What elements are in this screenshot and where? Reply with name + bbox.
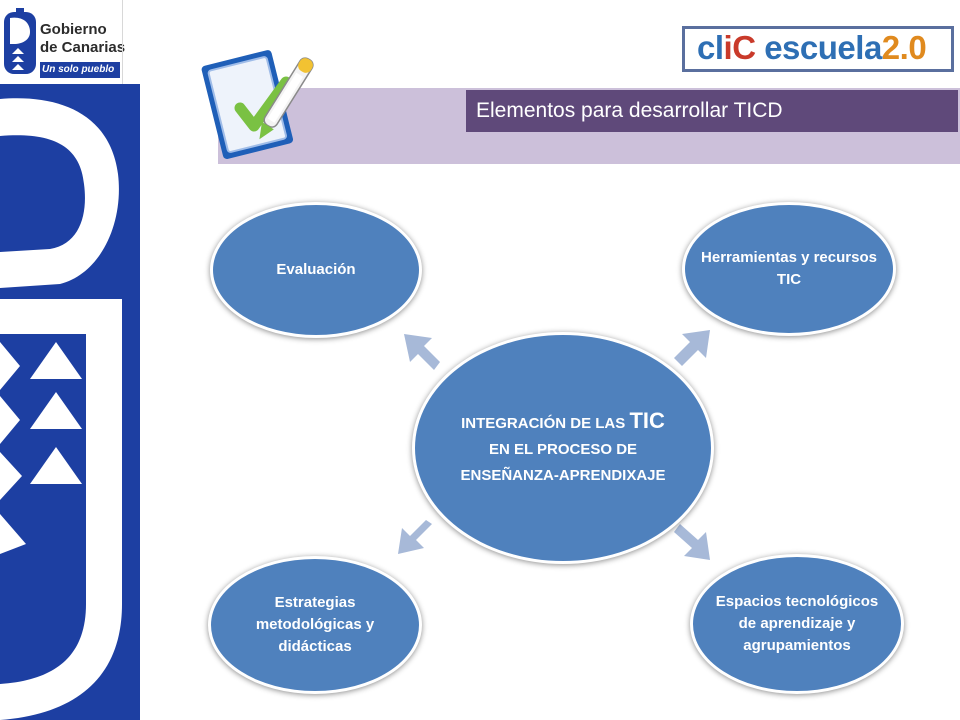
arrow-to-evaluacion [404,334,440,370]
brand-part-2: iC [723,29,757,66]
divider [122,0,123,84]
emblem-band [0,84,140,720]
arrow-to-estrategias [398,520,432,554]
node-label: Estrategias metodológicas y didácticas [255,594,375,655]
center-node-text-2: EN EL PROCESO DE ENSEÑANZA-APRENDIXAJE [460,440,666,484]
node-label: Evaluación [276,261,356,278]
node-label: Espacios tecnológicos de aprendizaje y a… [715,593,879,654]
center-node-text-tic: TIC [629,407,665,433]
center-node-text-1: INTEGRACIÓN DE LAS [461,414,626,432]
brand-part-1: cl [697,29,724,66]
gobierno-canarias-logo: Gobierno de Canarias Un solo pueblo [0,0,140,84]
logo-line-canarias: de Canarias [40,39,126,56]
node-herramientas: Herramientas y recursos TIC [682,202,896,336]
page-title: Elementos para desarrollar TICD [466,90,958,132]
node-evaluacion: Evaluación [210,202,422,338]
canarias-shield-icon [4,8,36,74]
logo-line-gobierno: Gobierno [40,21,107,38]
checklist-icon [201,50,314,159]
brand-part-4: 2.0 [881,29,927,66]
arrow-to-herramientas [674,330,710,366]
arrow-to-espacios [674,524,710,560]
logo-motto: Un solo pueblo [40,62,120,78]
node-espacios: Espacios tecnológicos de aprendizaje y a… [690,554,904,694]
clic-escuela-logo: cliC escuela2.0 [682,26,954,72]
brand-part-3: escuela [755,29,882,66]
node-estrategias: Estrategias metodológicas y didácticas [208,556,422,694]
node-label: Herramientas y recursos TIC [701,249,877,288]
canarias-emblem-icon [0,98,122,720]
center-node: INTEGRACIÓN DE LAS TIC EN EL PROCESO DE … [412,332,714,564]
